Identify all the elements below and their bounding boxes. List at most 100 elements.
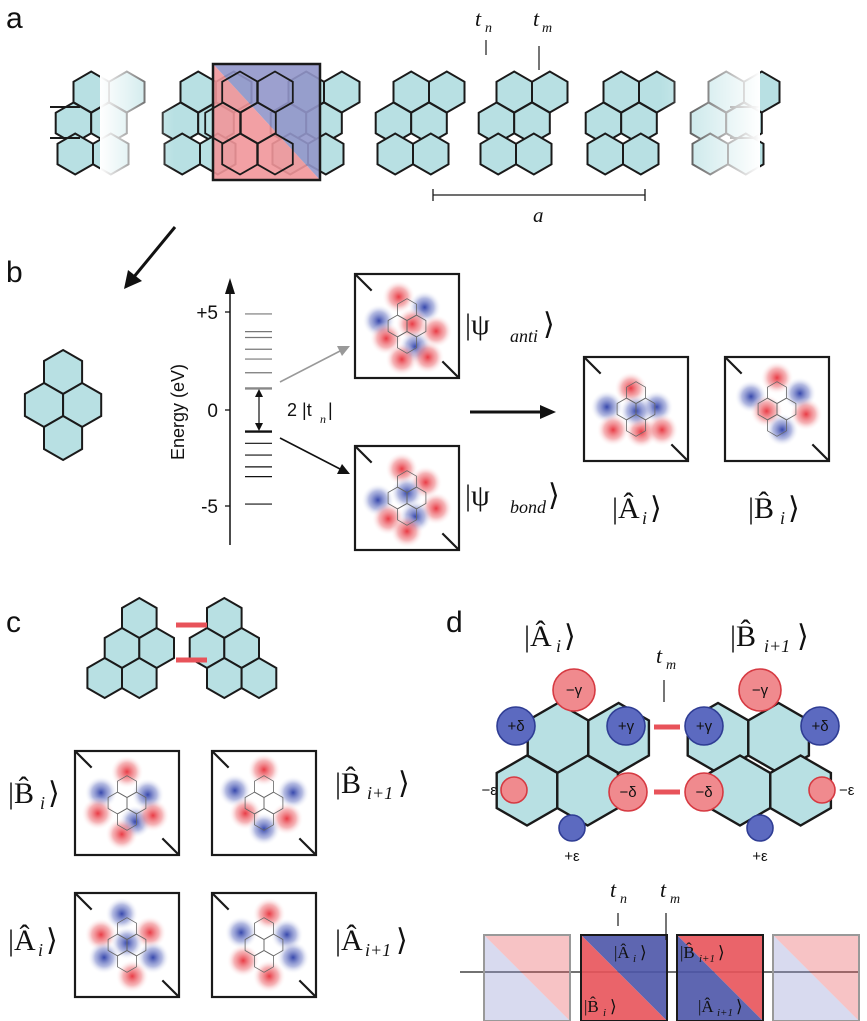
svg-text:+γ: +γ — [618, 718, 635, 735]
site-r-left-up: +γ — [684, 706, 724, 746]
svg-text:|ψ: |ψ — [465, 308, 490, 341]
svg-text:|ψ: |ψ — [465, 479, 490, 512]
psi-anti-orbital — [353, 272, 461, 380]
svg-text:i+1: i+1 — [367, 783, 393, 803]
svg-text:|Â: |Â — [524, 620, 552, 653]
svg-text:+δ: +δ — [811, 718, 828, 735]
svg-text:−γ: −γ — [566, 682, 583, 699]
A-i+1-orbital-c — [210, 891, 318, 999]
svg-text:t: t — [610, 877, 617, 902]
flake-hex — [747, 701, 811, 775]
svg-text:|B̂: |B̂ — [748, 491, 774, 525]
svg-text:⟩: ⟩ — [650, 492, 662, 525]
dimer-sites-d: −γ +δ +γ −ε −δ +ε −γ +δ +γ −ε −δ +ε — [482, 668, 855, 865]
site-l-right-mid: −δ — [608, 772, 648, 812]
svg-text:n: n — [485, 21, 492, 36]
svg-text:|Â: |Â — [335, 924, 363, 957]
panel-label-a: a — [6, 2, 23, 35]
d-bottom-tn: t n — [610, 877, 627, 926]
svg-text:i: i — [780, 508, 785, 528]
site-l-top: −γ — [552, 668, 596, 712]
svg-text:i: i — [556, 636, 561, 656]
lobe-positive — [105, 817, 139, 851]
site-r-top: −γ — [738, 668, 782, 712]
svg-text:|B̂: |B̂ — [680, 943, 695, 962]
svg-text:bond: bond — [510, 497, 547, 517]
svg-text:|B̂: |B̂ — [584, 997, 599, 1016]
lobe-positive — [411, 340, 445, 374]
site-r-right-mid: −ε — [808, 776, 855, 804]
A-i-orbital-b — [582, 355, 690, 463]
A-i-orbital-c — [73, 891, 181, 999]
svg-text:+ε: +ε — [752, 848, 768, 865]
lobe-negative — [224, 915, 258, 950]
lobe-negative — [105, 897, 139, 931]
lobe-positive — [789, 397, 823, 431]
svg-text:−ε: −ε — [482, 782, 498, 799]
svg-text:i+1: i+1 — [365, 940, 391, 960]
site-r-right-up: +δ — [800, 706, 840, 746]
ribbon-hex — [412, 132, 450, 176]
ribbon-hex — [515, 132, 553, 176]
panel-label-d: d — [446, 606, 463, 639]
svg-text:⟩: ⟩ — [736, 997, 743, 1016]
svg-text:⟩: ⟩ — [46, 924, 58, 957]
panel-label-c: c — [6, 606, 21, 639]
c-label-Bi+1: |B̂ i+1 ⟩ — [335, 766, 410, 803]
site-l-left-mid: −ε — [482, 776, 528, 804]
strip-label-B-i: |B̂i⟩ — [584, 997, 617, 1019]
site-r-left-mid: −δ — [684, 772, 724, 812]
svg-text:m: m — [542, 21, 552, 36]
energy-tick-minus5: -5 — [201, 497, 218, 518]
svg-text:⟩: ⟩ — [564, 620, 576, 653]
svg-text:|Â: |Â — [698, 997, 714, 1016]
site-l-bottom: +ε — [558, 814, 586, 865]
A-i-label-b: |Â i ⟩ — [612, 492, 662, 528]
svg-text:i: i — [38, 940, 43, 960]
ribbon-hex — [513, 101, 551, 145]
svg-text:⟩: ⟩ — [797, 620, 809, 653]
svg-text:t: t — [660, 877, 667, 902]
svg-text:⟩: ⟩ — [788, 492, 800, 525]
arrow-to-anti — [279, 346, 350, 383]
lobe-positive — [382, 280, 416, 314]
period-scale-bar: a — [432, 189, 646, 227]
lobe-positive — [252, 959, 286, 993]
lobe-negative — [276, 775, 310, 810]
lobe-positive — [390, 514, 424, 548]
svg-text:m: m — [666, 658, 676, 673]
energy-tick-plus5: +5 — [196, 303, 218, 324]
flake-hex — [43, 414, 84, 462]
ribbon-right-fade — [660, 55, 760, 185]
svg-text:i+1: i+1 — [764, 636, 790, 656]
svg-text:−ε: −ε — [839, 782, 855, 799]
svg-text:m: m — [670, 892, 680, 907]
B-i-orbital-b — [723, 355, 831, 463]
lobe-negative — [247, 812, 281, 846]
svg-text:n: n — [620, 892, 627, 907]
psi-bond-orbital — [353, 444, 461, 552]
svg-text:+δ: +δ — [507, 718, 524, 735]
svg-text:⟩: ⟩ — [640, 943, 647, 962]
lobe-negative — [765, 413, 799, 447]
svg-text:⟩: ⟩ — [396, 924, 408, 957]
energy-levels — [245, 313, 272, 505]
svg-text:+ε: +ε — [564, 848, 580, 865]
ribbon-hex — [622, 132, 660, 176]
site-l-right-up: +γ — [606, 706, 646, 746]
svg-text:anti: anti — [510, 326, 538, 346]
unit-cell-box — [204, 62, 322, 182]
svg-text:⟩: ⟩ — [548, 479, 560, 512]
flake-hex — [121, 656, 158, 700]
svg-text:+γ: +γ — [696, 718, 713, 735]
B-i-orbital-c — [73, 749, 181, 857]
tn-label-a: t n — [475, 6, 492, 55]
ribbon-hex — [376, 132, 414, 176]
psi-bond-label: |ψ bond ⟩ — [465, 479, 560, 517]
svg-text:i: i — [40, 793, 45, 813]
panel-label-b: b — [6, 256, 23, 289]
svg-text:i+1: i+1 — [699, 953, 715, 965]
gap-label: 2 |t — [287, 400, 312, 420]
strip-cell — [483, 934, 571, 1021]
